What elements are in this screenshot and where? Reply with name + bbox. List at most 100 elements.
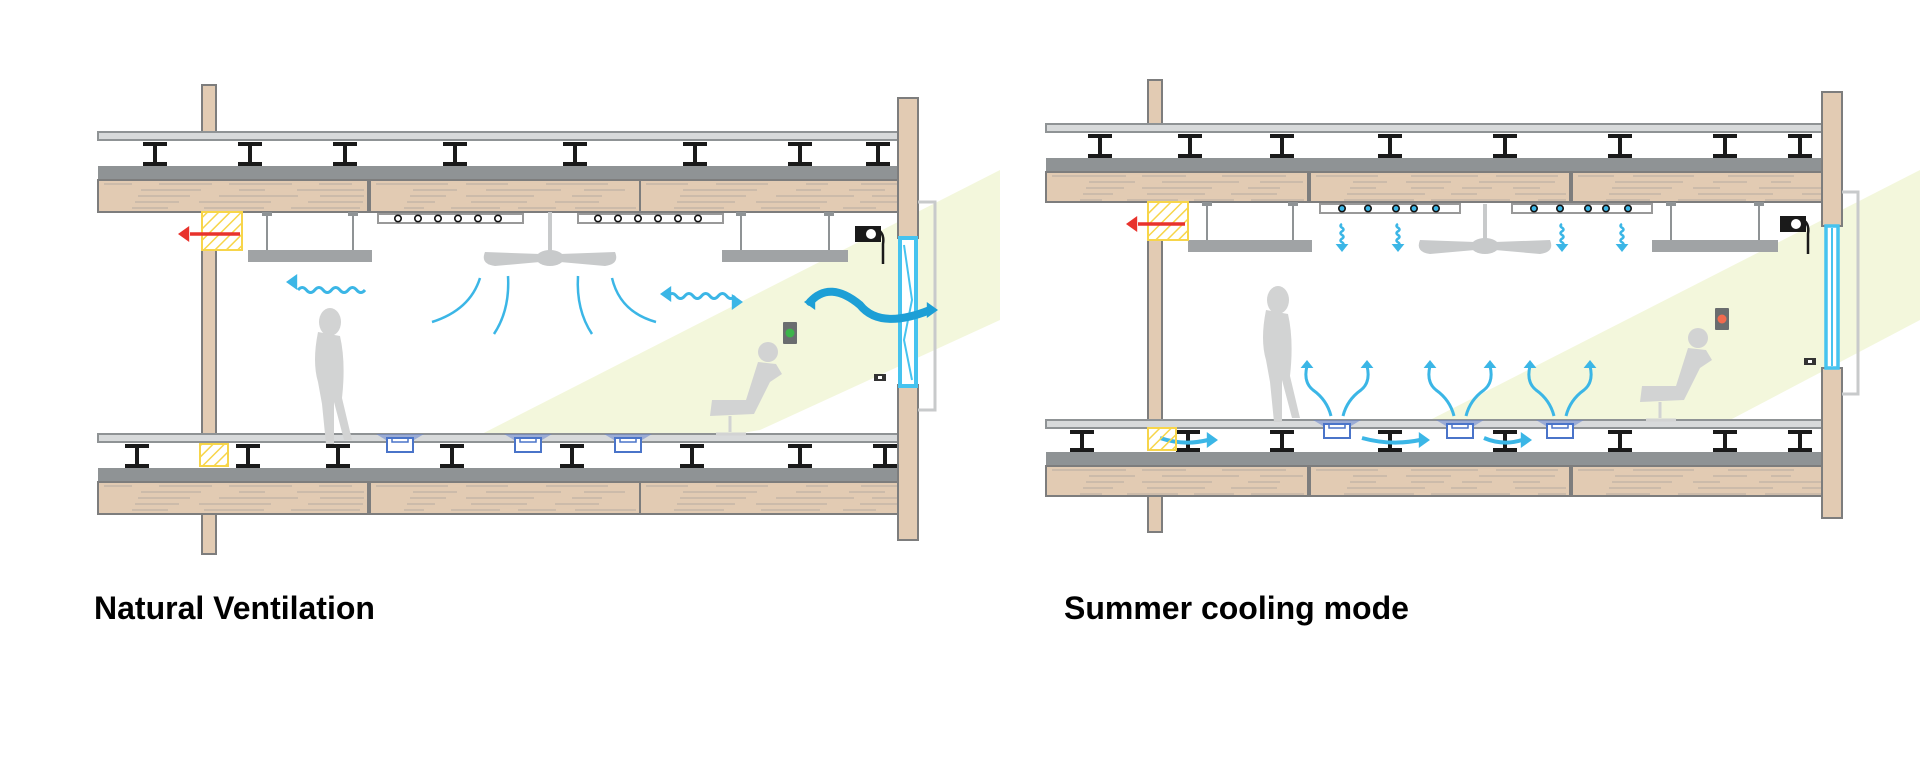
diffuser-nozzle [433,214,442,223]
i-beam-flange-bottom [1378,154,1402,158]
timber-slab [1571,171,1829,203]
diffuser-nozzle [413,214,422,223]
fresh-air-arrow-head [804,294,816,310]
air-arrow-head [660,286,672,302]
blind-cord [1799,216,1810,254]
light-fixture [248,250,372,262]
i-beam-web [690,444,694,468]
i-beam-flange-bottom [788,464,812,468]
diffuser-nozzle [1555,204,1564,213]
i-beam-flange-bottom [1713,448,1737,452]
floor-diffuser-slot [1328,423,1346,429]
ceiling-structure [97,131,909,213]
chilled-air-drop [1619,222,1625,248]
i-beam-flange-bottom [1493,448,1517,452]
timber-column-mid [1147,239,1163,421]
sun-patch [1430,170,1920,420]
i-beam-web [1618,430,1622,452]
i-beam-web [1098,134,1102,158]
diffuser-nozzle [1363,204,1372,213]
diagram-summer-cooling [1010,0,1920,772]
i-beam-web [1798,134,1802,158]
airflow [286,274,938,335]
diffuser-nozzle [1623,204,1632,213]
i-beam-web [1723,134,1727,158]
concrete-topping [1046,158,1828,172]
i-beam-web [135,444,139,468]
person-head [319,308,341,336]
timber-slab [1309,465,1571,497]
standing-person-icon [315,332,352,444]
floor-diffuser-icon [1323,423,1351,439]
underfloor-air-arrow [1206,432,1218,448]
timber-column-mid [201,249,217,436]
i-beam-web [153,142,157,166]
i-beam-web [1388,134,1392,158]
i-beam-flange-bottom [326,464,350,468]
fan-downdraft [610,277,657,324]
exhaust-arrow-head [178,226,190,242]
i-beam-flange-bottom [236,464,260,468]
column-left [1147,79,1163,533]
person-head [758,342,778,362]
fan-blade [483,252,540,266]
chilled-air-arrow [1555,244,1569,252]
person-head [1688,328,1708,348]
fresh-air-arrow-tail [926,302,938,318]
floor-structure [1045,419,1829,497]
light-fixture [1188,240,1312,252]
i-beam-flange-bottom [238,162,262,166]
fan-rod [548,212,552,258]
rising-air-arrow [1583,360,1597,368]
i-beam-flange-bottom [1070,448,1094,452]
i-beam-flange-bottom [1088,154,1112,158]
rising-air-right [1564,365,1593,417]
fan-hub [536,250,564,266]
exhaust-arrow-head [1126,216,1138,232]
i-beam-flange-bottom [143,162,167,166]
i-beam-web [876,142,880,166]
raised-floor-plate [97,433,909,443]
rising-air-left [1304,365,1333,417]
i-beam-web [246,444,250,468]
ceiling-equipment [248,212,885,266]
facade [1821,91,1860,519]
i-beam-flange-bottom [125,464,149,468]
rising-air-arrow [1423,360,1437,368]
i-beam-web [693,142,697,166]
transfer-grille-floor [1147,427,1177,451]
i-beam-web [1080,430,1084,452]
i-beam-flange-bottom [1713,154,1737,158]
floor-structure [97,433,909,515]
facade-timber-lower [1821,367,1843,519]
floor-diffuser-icon [614,437,642,453]
underfloor-air-arrow [1418,432,1430,448]
diffuser-nozzle [1337,204,1346,213]
concrete-topping [98,468,908,482]
i-beam-web [248,142,252,166]
chilled-air-drop [1559,222,1565,248]
timber-column-bottom [201,511,217,555]
diffuser-nozzle [653,214,662,223]
chilled-air-drop [1395,222,1401,248]
blind-cord [874,226,885,264]
i-beam-flange-bottom [1270,448,1294,452]
floor-diffuser-slot [1451,423,1469,429]
i-beam-web [336,444,340,468]
air-stream-right [666,292,737,300]
diffuser-nozzle [493,214,502,223]
diffuser-nozzle [1529,204,1538,213]
caption-summer-cooling: Summer cooling mode [1064,590,1409,626]
i-beam-flange-bottom [333,162,357,166]
i-beam-flange-bottom [563,162,587,166]
i-beam-web [883,444,887,468]
i-beam-flange-bottom [443,162,467,166]
caption-natural-ventilation: Natural Ventilation [94,590,375,626]
diffuser-nozzle [473,214,482,223]
i-beam-web [798,444,802,468]
diffuser-nozzle [693,214,702,223]
window-frame-outer [918,200,937,412]
raised-floor-plate [1045,419,1829,429]
diffuser-nozzle [673,214,682,223]
i-beam-flange-bottom [1608,448,1632,452]
